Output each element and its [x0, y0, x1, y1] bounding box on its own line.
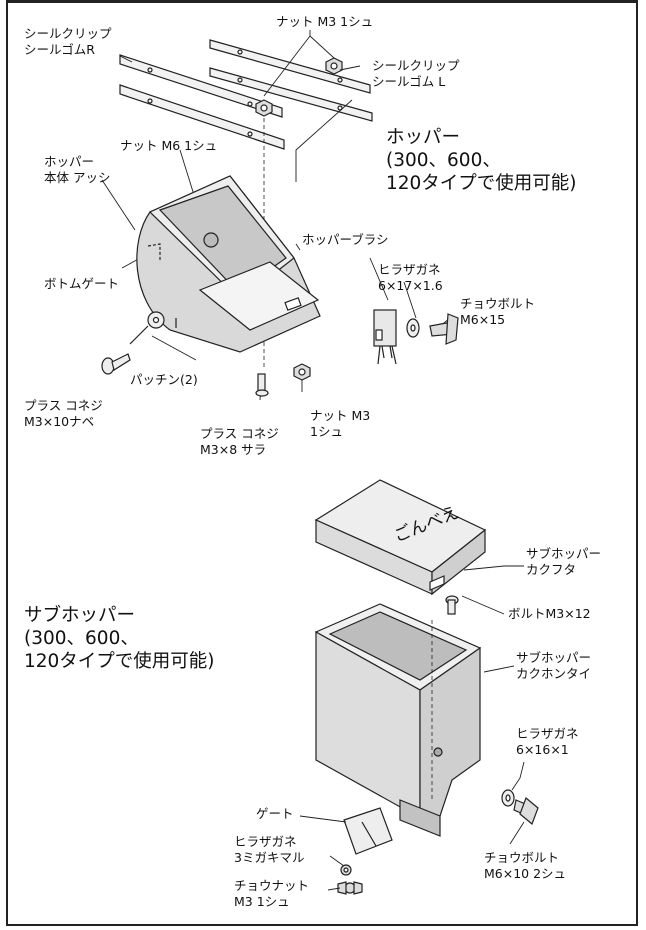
label-washer-sub: ヒラザガネ 6×16×1 [516, 726, 579, 757]
hopper-body-part [136, 175, 321, 353]
seal-clip-l-part [209, 39, 373, 122]
label-hopper-body: ホッパー 本体 アッシ [44, 154, 111, 185]
label-seal-clip-r: シールクリップ シールゴムR [24, 26, 112, 57]
label-nut-m3-bottom: ナット M3 1シュ [310, 408, 371, 439]
label-screw-m3x10: プラス コネジ M3×10ナベ [24, 398, 103, 429]
washer-hopper-part [406, 318, 420, 338]
sub-hopper-leader-lines [299, 565, 525, 891]
washer-sub-part [501, 789, 515, 807]
label-nut-m6: ナット M6 1シュ [120, 138, 218, 153]
wing-bolt-sub-part [513, 796, 539, 826]
screw-m3x10-part [101, 353, 131, 375]
label-seal-clip-l: シールクリップ シールゴム L [372, 58, 460, 89]
bolt-m3x12-part [445, 595, 459, 615]
label-screw-m3x8: プラス コネジ M3×8 サラ [200, 426, 279, 457]
diagram-frame [6, 0, 638, 926]
sub-hopper-body-part [314, 603, 482, 837]
label-sub-hopper-body: サブホッパー カクホンタイ [516, 650, 592, 681]
latch-part [129, 311, 165, 345]
label-wing-bolt-hopper: チョウボルト M6×15 [460, 296, 536, 327]
label-washer-hopper: ヒラザガネ 6×17×1.6 [378, 262, 443, 293]
label-bottom-gate: ボトムゲート [44, 276, 120, 291]
label-wing-bolt-sub: チョウボルト M6×10 2シュ [484, 850, 567, 881]
hopper-brush-part [373, 309, 397, 365]
seal-clip-r-part [119, 54, 285, 150]
wing-nut-part [337, 881, 363, 895]
gate-part [343, 807, 393, 855]
label-hopper-brush: ホッパーブラシ [302, 232, 389, 247]
wing-bolt-hopper-part [429, 313, 459, 345]
washer-3miga-part [340, 864, 352, 876]
sub-hopper-section-title: サブホッパー (300、600、 120タイプで使用可能) [24, 605, 215, 672]
screw-m3x8-part [255, 373, 269, 397]
label-bolt-m3x12: ボルトM3×12 [508, 606, 591, 621]
label-wing-nut: チョウナット M3 1シュ [234, 878, 310, 909]
hopper-section-title: ホッパー (300、600、 120タイプで使用可能) [386, 127, 577, 194]
nut-m3-bottom-part [293, 363, 311, 381]
label-sub-hopper-lid: サブホッパー カクフタ [526, 546, 602, 577]
label-nut-m3-top: ナット M3 1シュ [276, 14, 374, 29]
label-washer-3miga: ヒラザガネ 3ミガキマル [234, 834, 305, 865]
sub-hopper-lid-part [314, 479, 487, 596]
label-latch: パッチン(2) [130, 372, 198, 387]
label-gate: ゲート [256, 806, 294, 821]
